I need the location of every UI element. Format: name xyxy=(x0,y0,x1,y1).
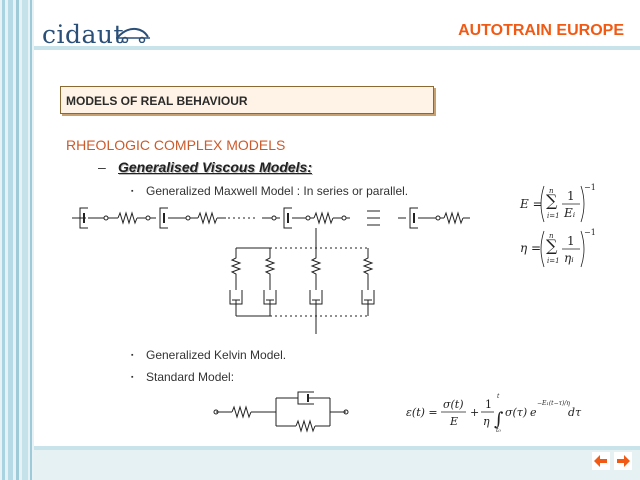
maxwell-branch xyxy=(229,248,243,316)
svg-text:ηᵢ: ηᵢ xyxy=(564,251,574,265)
bullet-icon: ▪ xyxy=(131,374,134,381)
svg-text:−E₁(t−τ)/η: −E₁(t−τ)/η xyxy=(537,400,570,407)
svg-text:e: e xyxy=(530,406,537,419)
footer-divider xyxy=(34,446,640,450)
svg-text:i=1: i=1 xyxy=(547,212,560,220)
bullet-standard: Standard Model: xyxy=(146,370,235,384)
car-logo-icon xyxy=(116,27,150,43)
section-box: MODELS OF REAL BEHAVIOUR xyxy=(60,86,434,114)
section-title: MODELS OF REAL BEHAVIOUR xyxy=(66,94,248,108)
svg-text:∫: ∫ xyxy=(494,409,504,430)
svg-text:η: η xyxy=(483,415,490,428)
svg-text:E: E xyxy=(449,415,458,428)
header-divider xyxy=(34,46,640,50)
formula-eta-lhs: η = xyxy=(520,241,541,255)
svg-text:1: 1 xyxy=(567,189,575,203)
svg-text:1: 1 xyxy=(485,398,492,411)
svg-text:Eᵢ: Eᵢ xyxy=(563,206,576,220)
formula-E-lhs: E = xyxy=(519,197,543,211)
bullet-icon: ▪ xyxy=(131,352,134,359)
dash-marker: – xyxy=(98,159,106,175)
svg-text:σ(τ): σ(τ) xyxy=(505,406,527,419)
header-bar xyxy=(34,0,640,52)
bullet-maxwell: Generalized Maxwell Model : In series or… xyxy=(146,184,409,198)
svg-text:n: n xyxy=(549,232,554,240)
svg-text:t₀: t₀ xyxy=(496,427,501,434)
svg-text:−1: −1 xyxy=(584,228,596,237)
svg-text:∑: ∑ xyxy=(546,191,558,210)
svg-text:1: 1 xyxy=(567,234,575,248)
svg-text:−1: −1 xyxy=(584,183,596,192)
arrow-left-icon[interactable] xyxy=(592,452,610,470)
arrow-right-icon[interactable] xyxy=(614,452,632,470)
viscous-models-heading: Generalised Viscous Models: xyxy=(118,159,312,175)
bullet-icon: ▪ xyxy=(131,188,134,195)
svg-text:ε(t) =: ε(t) = xyxy=(406,406,438,419)
footer-bar xyxy=(34,450,640,480)
brand-title: AUTOTRAIN EUROPE xyxy=(458,22,624,39)
maxwell-branch xyxy=(309,248,323,316)
svg-text:i=1: i=1 xyxy=(547,257,560,265)
bullet-kelvin: Generalized Kelvin Model. xyxy=(146,348,287,362)
svg-text:∑: ∑ xyxy=(546,236,558,255)
decorative-stripes xyxy=(0,0,34,480)
svg-text:n: n xyxy=(549,187,554,195)
svg-text:t: t xyxy=(497,393,500,400)
svg-text:dτ: dτ xyxy=(568,406,582,419)
subtitle: RHEOLOGIC COMPLEX MODELS xyxy=(66,137,286,153)
logo-text: cidaut xyxy=(42,20,125,49)
svg-text:+: + xyxy=(470,406,479,419)
svg-text:σ(t): σ(t) xyxy=(443,398,464,411)
maxwell-branch xyxy=(361,248,375,316)
maxwell-branch xyxy=(263,248,277,316)
